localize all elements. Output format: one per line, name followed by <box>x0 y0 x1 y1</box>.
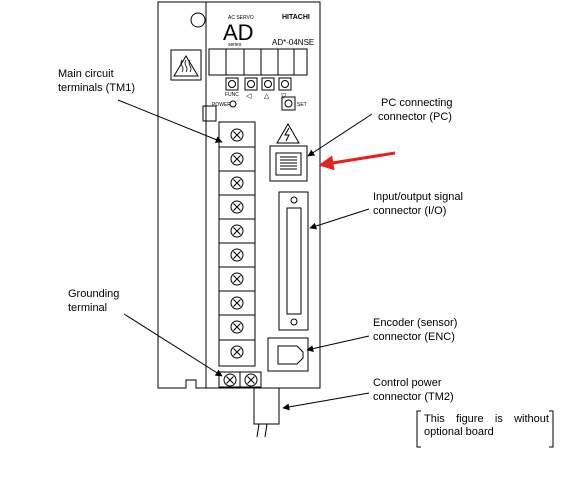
note-box: This figure is without optional board <box>424 413 549 439</box>
svg-text:Main circuit: Main circuit <box>58 68 114 80</box>
terminal-screw <box>230 248 244 262</box>
drive-housing <box>157 1 321 389</box>
terminal-screw <box>230 224 244 238</box>
svg-text:connector (ENC): connector (ENC) <box>373 331 455 343</box>
hazard-icon-left <box>170 49 202 81</box>
note-word: is <box>494 413 503 425</box>
pc-connector[interactable] <box>269 145 308 182</box>
svg-text:FUNC: FUNC <box>225 92 239 98</box>
svg-text:connector (I/O): connector (I/O) <box>373 205 446 217</box>
note-word: without <box>514 413 549 425</box>
terminal-screw <box>230 296 244 310</box>
seven-segment-display <box>208 48 308 76</box>
series-bottom-text: series <box>228 42 242 48</box>
series-top-text: AC SERVO <box>228 15 254 21</box>
svg-text:POWER: POWER <box>212 102 231 108</box>
left-button[interactable]: ◁ <box>244 77 258 100</box>
brand-text: HITACHI <box>282 14 310 21</box>
svg-text:connector (PC): connector (PC) <box>378 111 452 123</box>
svg-text:Input/output signal: Input/output signal <box>373 191 463 203</box>
set-button[interactable]: SET <box>281 96 307 111</box>
terminal-screw <box>230 128 244 142</box>
label-control-power: Control power connector (TM2) <box>373 377 454 403</box>
terminal-screw <box>230 200 244 214</box>
note-brackets <box>416 410 554 448</box>
io-connector[interactable] <box>278 191 309 331</box>
terminal-screw <box>230 345 244 359</box>
terminal-screw <box>230 152 244 166</box>
label-pc-connector: PC connecting connector (PC) <box>378 97 453 123</box>
terminal-screw <box>230 320 244 334</box>
svg-text:Encoder (sensor): Encoder (sensor) <box>373 317 457 329</box>
svg-text:PC connecting: PC connecting <box>381 97 453 109</box>
label-encoder-connector: Encoder (sensor) connector (ENC) <box>373 317 457 343</box>
highlight-arrow <box>318 151 396 171</box>
svg-text:SET: SET <box>297 102 307 108</box>
note-word: This <box>424 413 445 425</box>
svg-text:connector (TM2): connector (TM2) <box>373 391 454 403</box>
svg-text:△: △ <box>264 92 270 100</box>
note-word: figure <box>456 413 484 425</box>
ground-screw <box>244 373 258 387</box>
power-led: POWER <box>212 100 237 108</box>
note-line-1: This figure is without <box>424 413 549 426</box>
ground-screw <box>223 373 237 387</box>
label-main-circuit: Main circuit terminals (TM1) <box>58 68 135 94</box>
func-button[interactable]: FUNC <box>225 77 239 98</box>
mounting-hole-top <box>190 12 206 28</box>
tm1-terminal-block <box>202 105 256 367</box>
terminal-screw <box>230 272 244 286</box>
ground-terminal <box>218 371 262 388</box>
svg-text:Grounding: Grounding <box>68 288 119 300</box>
down-button[interactable]: ▽ <box>278 77 292 100</box>
up-button[interactable]: △ <box>261 77 275 100</box>
svg-text:terminal: terminal <box>68 302 107 314</box>
enc-connector[interactable] <box>267 337 309 372</box>
hazard-icon-right <box>276 123 300 144</box>
label-io-connector: Input/output signal connector (I/O) <box>373 191 463 217</box>
tm1-screws <box>223 128 258 387</box>
leader-lines <box>117 99 373 411</box>
logo-text: AD <box>223 20 254 45</box>
model-text: AD*-04NSE <box>272 38 314 47</box>
tm2-connector <box>253 387 280 438</box>
label-grounding: Grounding terminal <box>68 288 119 314</box>
terminal-screw <box>230 176 244 190</box>
svg-text:terminals (TM1): terminals (TM1) <box>58 82 135 94</box>
note-line-2: optional board <box>424 426 494 438</box>
svg-text:Control power: Control power <box>373 377 442 389</box>
svg-text:▽: ▽ <box>281 92 287 100</box>
svg-text:◁: ◁ <box>246 92 252 100</box>
